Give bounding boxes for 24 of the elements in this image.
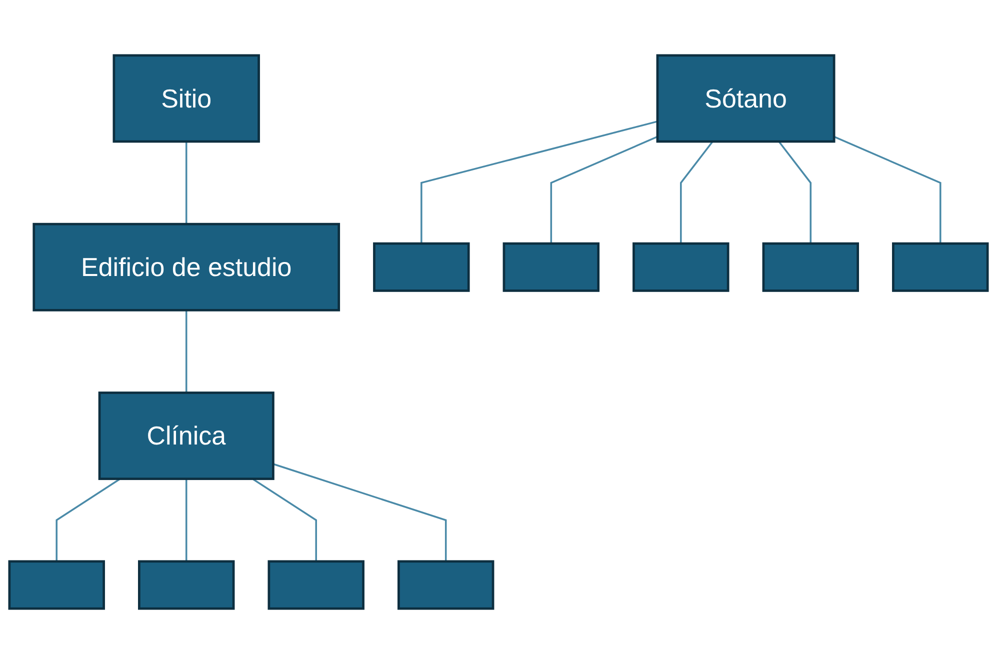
connector xyxy=(272,463,447,562)
connector xyxy=(185,142,188,224)
connector xyxy=(834,136,942,244)
node-box xyxy=(632,242,730,292)
node-box xyxy=(502,242,600,292)
connector xyxy=(185,478,188,562)
node-box xyxy=(373,242,470,292)
node-box xyxy=(397,560,494,610)
connector xyxy=(420,120,658,244)
node-box xyxy=(138,560,235,610)
node-box: Clínica xyxy=(98,392,274,480)
connector xyxy=(56,478,121,562)
connector xyxy=(680,140,714,244)
connector xyxy=(185,310,188,393)
connector xyxy=(252,478,317,562)
node-box xyxy=(8,560,105,610)
node-box: Sótano xyxy=(656,54,836,143)
connector xyxy=(550,136,658,244)
connector xyxy=(778,140,812,244)
node-box: Sitio xyxy=(112,54,260,143)
node-box xyxy=(892,242,989,292)
node-box: Edificio de estudio xyxy=(32,222,340,312)
node-box xyxy=(268,560,364,610)
node-box xyxy=(762,242,859,292)
